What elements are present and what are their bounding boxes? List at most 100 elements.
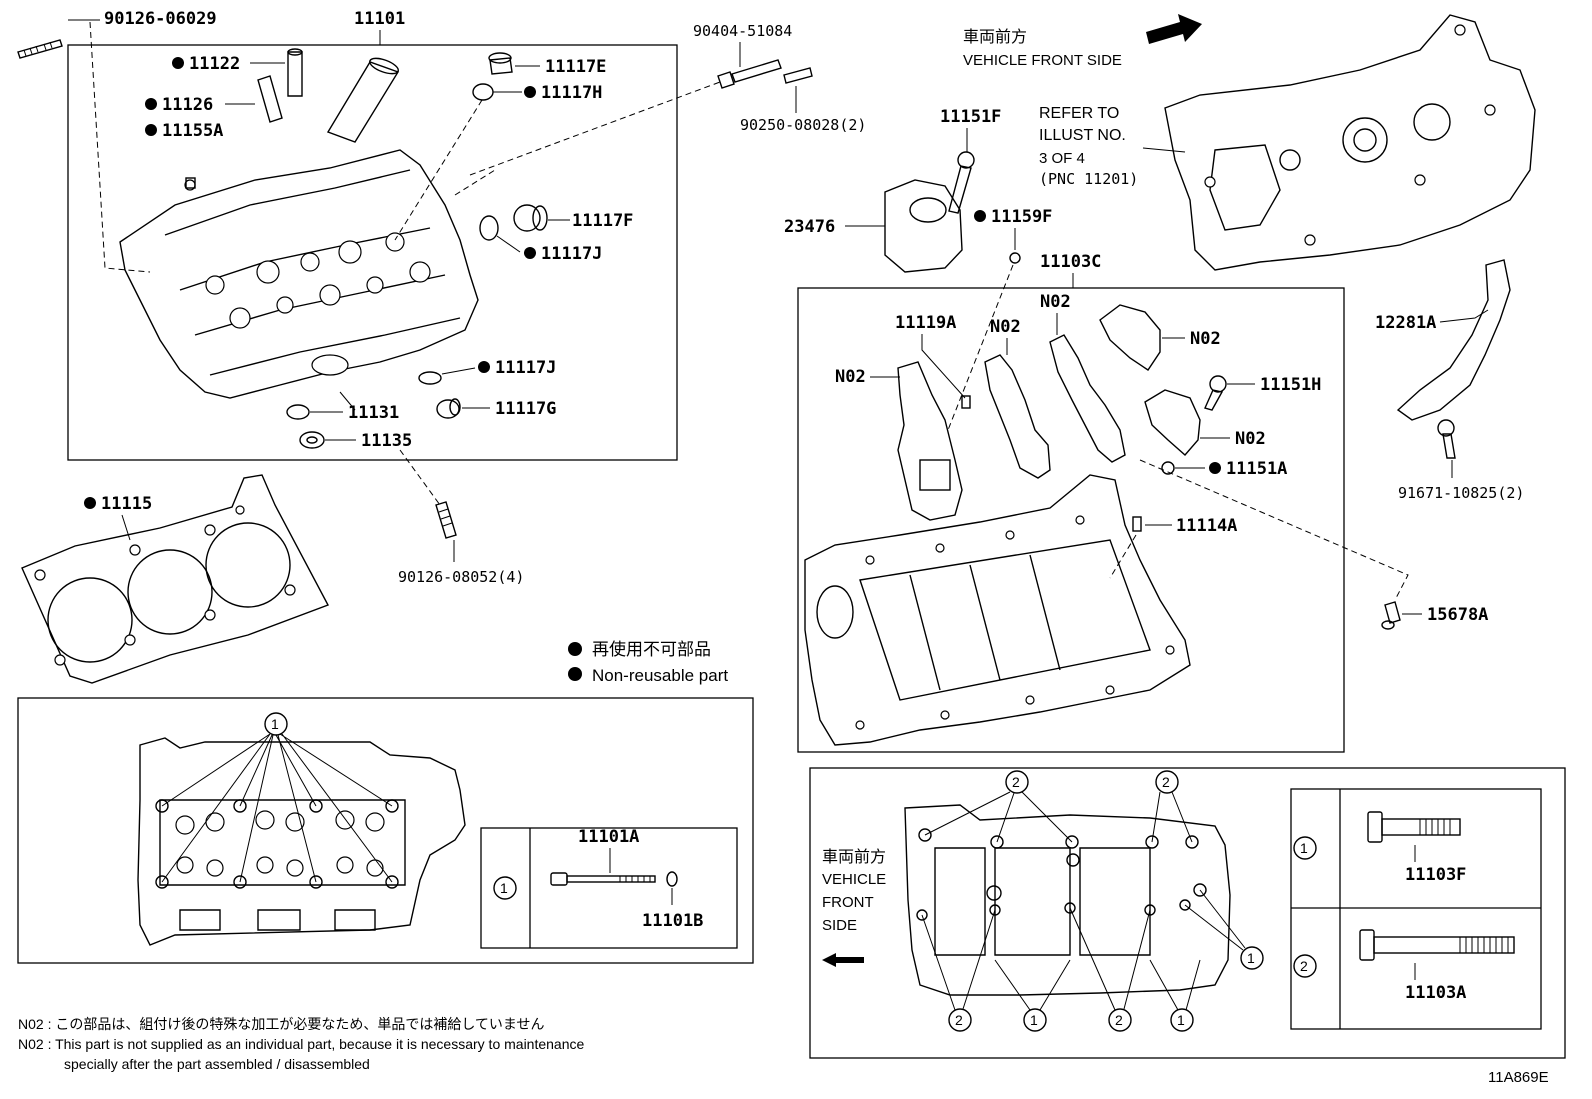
label-11159F: 11159F xyxy=(991,207,1052,227)
label-11117J-no2: 11117J xyxy=(495,358,556,378)
label-11114A: 11114A xyxy=(1176,516,1237,536)
callout-2-b xyxy=(1155,770,1179,794)
label-11117F: 11117F xyxy=(572,211,633,231)
label-11115: 11115 xyxy=(101,494,152,514)
part-11135 xyxy=(299,431,325,449)
stud-bolt-90126-06029 xyxy=(17,39,63,59)
label-11117H: 11117H xyxy=(541,83,602,103)
label-11131: 11131 xyxy=(348,403,399,423)
label-11117G: 11117G xyxy=(495,399,556,419)
part-11117H xyxy=(472,83,494,101)
bolt-90404-51084 xyxy=(717,59,782,89)
callout-1-e-text: 1 xyxy=(1177,1012,1185,1028)
timing-chain-cover xyxy=(1164,14,1536,271)
bolt-91671-10825 xyxy=(1437,419,1456,459)
head-bolt-table xyxy=(480,827,738,949)
bearing-cap-n02-d xyxy=(1099,304,1161,371)
part-11159F xyxy=(1009,252,1021,264)
callout-2-c-text: 2 xyxy=(955,1012,963,1028)
table2-callout-2-text: 2 xyxy=(1300,958,1308,974)
plug-15678A xyxy=(1381,601,1401,630)
part-11117J-no1 xyxy=(479,215,499,241)
front2-line3: SIDE xyxy=(822,917,857,934)
bolt-11103F xyxy=(1367,811,1461,843)
table2-callout-2 xyxy=(1293,954,1317,978)
label-11155A: 11155A xyxy=(162,121,223,141)
label-91671-10825: 91671-10825(2) xyxy=(1398,484,1524,502)
label-n02-d: N02 xyxy=(1190,329,1221,349)
label-11101B: 11101B xyxy=(642,911,703,931)
label-11151H: 11151H xyxy=(1260,375,1321,395)
label-11117J-no1: 11117J xyxy=(541,244,602,264)
label-90250-08028: 90250-08028(2) xyxy=(740,116,866,134)
label-23476: 23476 xyxy=(784,217,835,237)
label-n02-a: N02 xyxy=(835,367,866,387)
bolt-11151H xyxy=(1204,375,1227,411)
bearing-cap-n02-b xyxy=(984,354,1051,479)
callout-1-c-text: 1 xyxy=(1247,950,1255,966)
callout-1-head-text: 1 xyxy=(271,716,279,732)
callout-2-a xyxy=(1005,770,1029,794)
label-12281A: 12281A xyxy=(1375,313,1436,333)
label-11126: 11126 xyxy=(162,95,213,115)
callout-1-e xyxy=(1170,1008,1194,1032)
callout-1-d xyxy=(1023,1008,1047,1032)
label-n02-e: N02 xyxy=(1235,429,1266,449)
part-11117G xyxy=(436,398,461,419)
label-11101: 11101 xyxy=(354,9,405,29)
label-90404-51084: 90404-51084 xyxy=(693,22,792,40)
label-11103A: 11103A xyxy=(1405,983,1466,1003)
callout-1-c xyxy=(1240,946,1264,970)
label-11103C: 11103C xyxy=(1040,252,1101,272)
camshaft-housing xyxy=(804,474,1191,746)
front-arrow-left-icon xyxy=(822,953,864,967)
callout-2-c xyxy=(948,1008,972,1032)
table-callout-1-text: 1 xyxy=(500,880,508,896)
legend-en: Non-reusable part xyxy=(592,666,728,685)
part-11117J-no2 xyxy=(418,371,442,385)
label-90126-06029: 90126-06029 xyxy=(104,9,217,29)
pin-90250-08028 xyxy=(783,67,813,84)
pin-11151A xyxy=(1161,461,1175,475)
part-11126 xyxy=(257,75,283,123)
label-11122: 11122 xyxy=(189,54,240,74)
part-23476 xyxy=(884,179,963,273)
table2-callout-1 xyxy=(1293,836,1317,860)
table2-callout-1-text: 1 xyxy=(1300,840,1308,856)
label-11117E: 11117E xyxy=(545,57,606,77)
part-11117E xyxy=(488,52,513,75)
stud-90126-08052 xyxy=(435,501,457,539)
refer-line1: REFER TO xyxy=(1039,105,1119,122)
callout-2-d-text: 2 xyxy=(1115,1012,1123,1028)
bearing-cap-n02-a xyxy=(897,361,963,521)
illustration-id: 11A869E xyxy=(1488,1069,1549,1086)
washer-11101B xyxy=(666,871,678,887)
head-bolt-box xyxy=(17,697,754,964)
bolt-11151F xyxy=(948,151,975,214)
label-n02-c: N02 xyxy=(1040,292,1071,312)
front2-line1: VEHICLE xyxy=(822,871,886,888)
label-n02-b: N02 xyxy=(990,317,1021,337)
callout-2-b-text: 2 xyxy=(1162,774,1170,790)
note-n02-en-1: N02 : This part is not supplied as an in… xyxy=(18,1036,584,1052)
part-11131 xyxy=(286,404,310,420)
front-en: VEHICLE FRONT SIDE xyxy=(963,52,1122,69)
note-n02-jp: N02 : この部品は、組付け後の特殊な加工が必要なため、単品では補給していませ… xyxy=(18,1016,545,1032)
part-11117F xyxy=(513,204,548,232)
label-11119A: 11119A xyxy=(895,313,956,333)
legend-jp: 再使用不可部品 xyxy=(592,639,711,659)
head-bolt-pattern xyxy=(137,737,466,946)
bearing-cap-n02-e xyxy=(1144,389,1201,456)
callout-2-a-text: 2 xyxy=(1012,774,1020,790)
front-jp: 車両前方 xyxy=(963,28,1027,46)
cylinder-head xyxy=(119,149,479,399)
callout-2-d xyxy=(1108,1008,1132,1032)
housing-bolt-box xyxy=(809,767,1566,1059)
bracket-12281A xyxy=(1396,259,1511,421)
refer-line4: (PNC 11201) xyxy=(1039,170,1138,188)
table-callout-1 xyxy=(493,876,517,900)
note-n02-en-2: specially after the part assembled / dis… xyxy=(64,1056,370,1072)
label-11101A: 11101A xyxy=(578,827,639,847)
front2-line2: FRONT xyxy=(822,894,874,911)
